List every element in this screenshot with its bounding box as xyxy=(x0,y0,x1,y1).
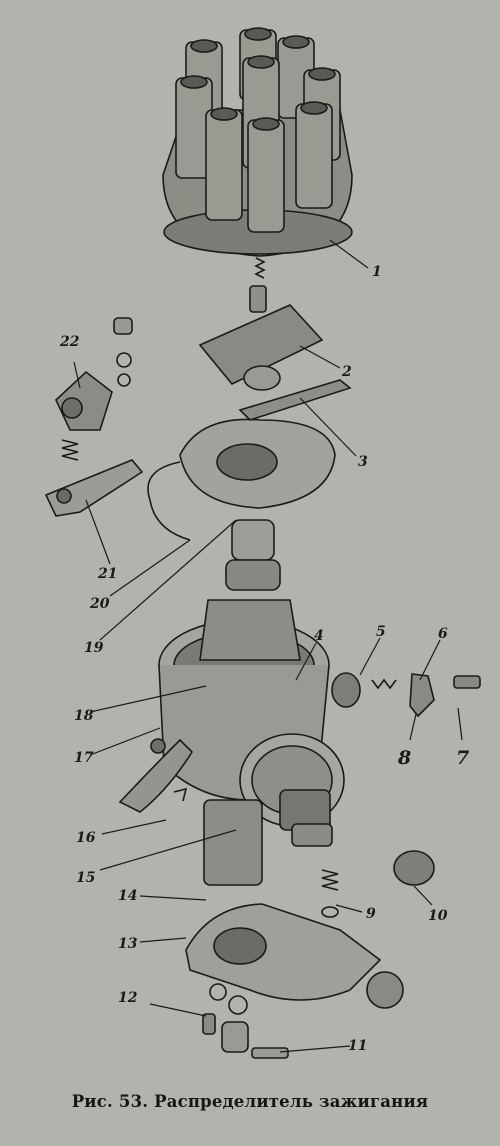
vacuum-regulator xyxy=(239,733,345,847)
callout-20: 20 xyxy=(89,596,110,612)
cap-10 xyxy=(393,850,435,886)
adjust-lever xyxy=(44,459,144,517)
callout-5: 5 xyxy=(376,624,386,640)
callout-6: 6 xyxy=(438,626,448,642)
callout-labels: 1 2 3 4 5 6 7 8 9 10 11 12 13 14 15 16 1… xyxy=(59,264,469,1054)
callout-22: 22 xyxy=(59,334,80,350)
callout-7: 7 xyxy=(456,747,469,769)
lower-shaft xyxy=(203,799,263,886)
clamp-16-17 xyxy=(118,738,194,813)
bolt-11 xyxy=(251,1047,289,1059)
callout-2: 2 xyxy=(341,364,352,380)
callout-1: 1 xyxy=(372,264,382,280)
vacuum-spring-wire xyxy=(147,461,191,541)
callout-4: 4 xyxy=(314,628,324,644)
callout-9: 9 xyxy=(366,906,376,922)
callout-14: 14 xyxy=(118,888,137,904)
rotor xyxy=(198,304,324,391)
callout-8: 8 xyxy=(397,747,411,769)
callout-18: 18 xyxy=(74,708,94,724)
breaker-plate xyxy=(179,379,352,509)
callout-21: 21 xyxy=(97,566,117,582)
callout-10: 10 xyxy=(428,908,448,924)
callout-11: 11 xyxy=(348,1038,367,1054)
octane-corrector-plate xyxy=(185,903,404,1009)
callout-16: 16 xyxy=(76,830,96,846)
figure-caption: Рис. 53. Распределитель зажигания xyxy=(71,1092,429,1111)
spring-9 xyxy=(321,869,339,918)
octane-washers xyxy=(202,983,249,1053)
leader-lines xyxy=(73,239,463,1053)
callout-12: 12 xyxy=(118,990,138,1006)
nut-5-to-7 xyxy=(331,672,481,718)
callout-17: 17 xyxy=(74,750,94,766)
center-spring-and-brush xyxy=(249,257,267,313)
drive-sleeve xyxy=(225,519,281,591)
callout-3: 3 xyxy=(358,454,368,470)
callout-19: 19 xyxy=(84,640,104,656)
condenser-bracket xyxy=(55,317,133,461)
callout-15: 15 xyxy=(76,870,95,886)
distributor-cap xyxy=(162,27,353,257)
callout-13: 13 xyxy=(118,936,138,952)
